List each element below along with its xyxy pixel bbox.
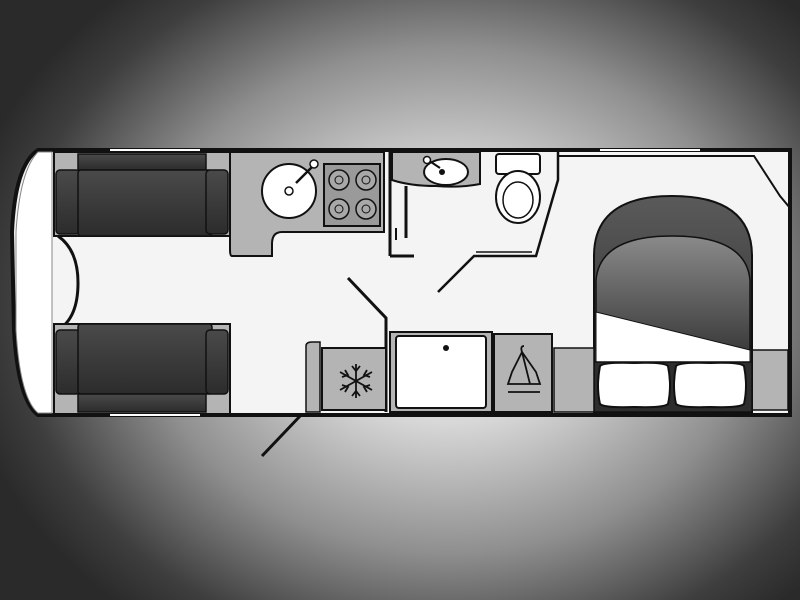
front-sofa-lower — [53, 323, 231, 415]
wardrobe-side — [553, 347, 595, 413]
pillow-icon — [597, 361, 747, 409]
hob-icon — [323, 163, 381, 227]
sink-icon — [261, 159, 319, 219]
bed-icon — [593, 194, 753, 413]
washbasin-icon — [422, 155, 469, 186]
front-sofa-upper — [53, 151, 231, 237]
bedroom-side-unit — [749, 349, 789, 411]
front-curve — [57, 234, 80, 332]
window-markers — [110, 149, 700, 416]
front-cab — [15, 151, 53, 414]
shower-icon — [389, 331, 493, 413]
bedroom-wall — [558, 155, 791, 209]
hanger-icon — [506, 345, 542, 393]
toilet-icon — [495, 153, 541, 224]
washroom-door-swing — [437, 152, 560, 293]
snowflake-icon — [339, 364, 373, 398]
washroom-wall — [388, 152, 414, 258]
fridge-unit — [305, 341, 321, 413]
